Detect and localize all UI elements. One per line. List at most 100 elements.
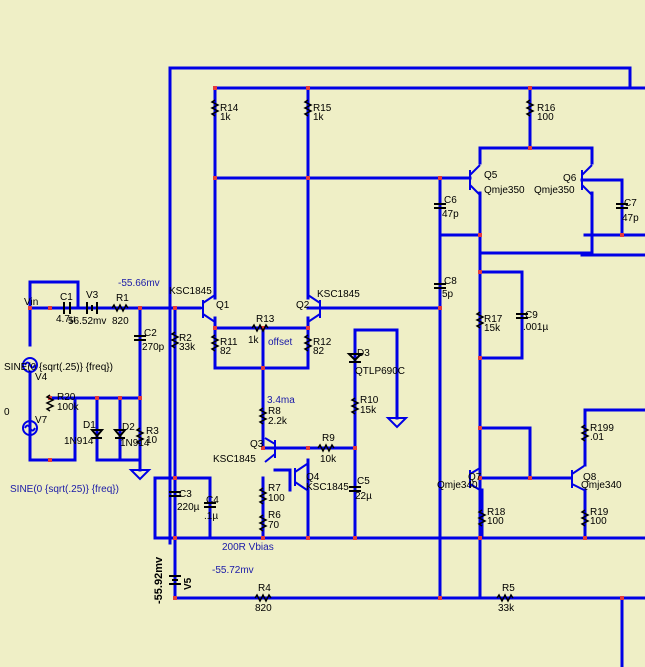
val-R17: 15k bbox=[484, 323, 501, 334]
annotation-voltage: -55.92mv bbox=[153, 556, 165, 604]
junction-dot bbox=[620, 596, 624, 600]
ref-R13: R13 bbox=[256, 314, 275, 325]
ref-C9: C9 bbox=[525, 310, 538, 321]
ref-Q5: Q5 bbox=[484, 170, 498, 181]
ref-R4: R4 bbox=[258, 583, 271, 594]
val-C9: .001µ bbox=[523, 322, 548, 333]
sources bbox=[22, 302, 409, 585]
capacitor-symbol bbox=[434, 283, 446, 289]
val-C7: 47p bbox=[622, 213, 639, 224]
ref-R11: R11 bbox=[220, 337, 238, 348]
val-R11: 82 bbox=[220, 346, 232, 357]
ref-V3: V3 bbox=[86, 290, 99, 301]
ref-V4: V4 bbox=[35, 372, 48, 383]
val-R20: 100k bbox=[57, 402, 80, 413]
ref-C5: C5 bbox=[357, 476, 370, 487]
capacitor-symbol bbox=[204, 502, 216, 508]
junction-dot bbox=[438, 176, 442, 180]
ref-C2: C2 bbox=[144, 328, 157, 339]
ref-R17: R17 bbox=[484, 314, 503, 325]
label-vin: Vin bbox=[24, 297, 38, 308]
junction-dot bbox=[261, 536, 265, 540]
ref-Q7: Q7 bbox=[468, 472, 482, 483]
transistor-symbol bbox=[469, 164, 481, 196]
ref-V5: V5 bbox=[183, 577, 194, 590]
resistor-symbol bbox=[496, 593, 514, 603]
ref-Q1: Q1 bbox=[216, 300, 230, 311]
junction-dot bbox=[478, 536, 482, 540]
val-Q2: KSC1845 bbox=[317, 289, 360, 300]
ref-C1: C1 bbox=[60, 292, 73, 303]
annotation-current: 3.4ma bbox=[267, 395, 295, 406]
junction-dot bbox=[261, 326, 265, 330]
junction-dot bbox=[173, 306, 177, 310]
junction-dot bbox=[353, 536, 357, 540]
resistor-symbol bbox=[210, 99, 220, 117]
ref-R18: R18 bbox=[487, 507, 506, 518]
ref-R6: R6 bbox=[268, 510, 281, 521]
ref-R10: R10 bbox=[360, 395, 379, 406]
junction-dot bbox=[478, 426, 482, 430]
val-C1: 4.7µ bbox=[56, 314, 76, 325]
junction-dots bbox=[28, 86, 624, 600]
capacitor-symbols bbox=[63, 203, 628, 508]
junction-dot bbox=[138, 396, 142, 400]
ref-R12: R12 bbox=[313, 337, 332, 348]
ref-R7: R7 bbox=[268, 483, 281, 494]
ref-R16: R16 bbox=[537, 103, 556, 114]
resistor-symbol bbox=[303, 334, 313, 352]
dc-source-v5 bbox=[169, 575, 181, 585]
val-R18: 100 bbox=[487, 516, 504, 527]
ref-R1: R1 bbox=[116, 293, 129, 304]
resistor-symbol bbox=[135, 427, 145, 445]
val-C2: 270p bbox=[142, 342, 165, 353]
ground-symbol bbox=[385, 417, 409, 429]
val-R8: 2.2k bbox=[268, 416, 288, 427]
junction-dot bbox=[95, 396, 99, 400]
ref-Q3: Q3 bbox=[250, 439, 264, 450]
resistor-symbol bbox=[317, 443, 335, 453]
ref-R14: R14 bbox=[220, 103, 239, 114]
junction-dot bbox=[583, 536, 587, 540]
resistor-symbol bbox=[477, 509, 487, 527]
val-R5: 33k bbox=[498, 603, 515, 614]
val-R19: 100 bbox=[590, 516, 607, 527]
junction-dot bbox=[306, 446, 310, 450]
val-R12: 82 bbox=[313, 346, 325, 357]
resistor-symbol bbox=[170, 331, 180, 349]
transistor-symbol bbox=[264, 437, 276, 463]
junction-dot bbox=[48, 458, 52, 462]
wires bbox=[28, 66, 645, 667]
ref-R2: R2 bbox=[179, 333, 192, 344]
val-R3: 10 bbox=[146, 435, 158, 446]
resistor-symbol bbox=[475, 311, 485, 329]
junction-dot bbox=[118, 396, 122, 400]
resistor-symbol bbox=[111, 303, 129, 313]
val-C3: 220µ bbox=[177, 502, 200, 513]
junction-dot bbox=[261, 446, 265, 450]
annotation-voltage: -55.66mv bbox=[118, 278, 160, 289]
val-R6: 70 bbox=[268, 520, 280, 531]
resistor-symbol bbox=[525, 99, 535, 117]
capacitor-symbol bbox=[134, 335, 146, 341]
diode-symbols bbox=[89, 353, 364, 439]
junction-dot bbox=[48, 306, 52, 310]
val-Q5: Qmje350 bbox=[484, 185, 525, 196]
val-Q6: Qmje350 bbox=[534, 185, 575, 196]
ref-R8: R8 bbox=[268, 406, 281, 417]
val-D2: 1N914 bbox=[120, 438, 150, 449]
ref-R19: R19 bbox=[590, 507, 609, 518]
diode-symbol bbox=[89, 429, 105, 439]
transistor-symbol bbox=[294, 463, 308, 491]
annotation-offset: offset bbox=[268, 337, 292, 348]
annotation-voltage: 56.52mv bbox=[68, 316, 106, 327]
junction-dot bbox=[478, 233, 482, 237]
ref-C4: C4 bbox=[206, 495, 219, 506]
junction-dot bbox=[438, 306, 442, 310]
ref-R199: R199 bbox=[590, 423, 614, 434]
val-R15: 1k bbox=[313, 112, 325, 123]
junction-dot bbox=[528, 86, 532, 90]
resistor-symbol bbox=[580, 509, 590, 527]
capacitor-symbol bbox=[516, 313, 528, 319]
